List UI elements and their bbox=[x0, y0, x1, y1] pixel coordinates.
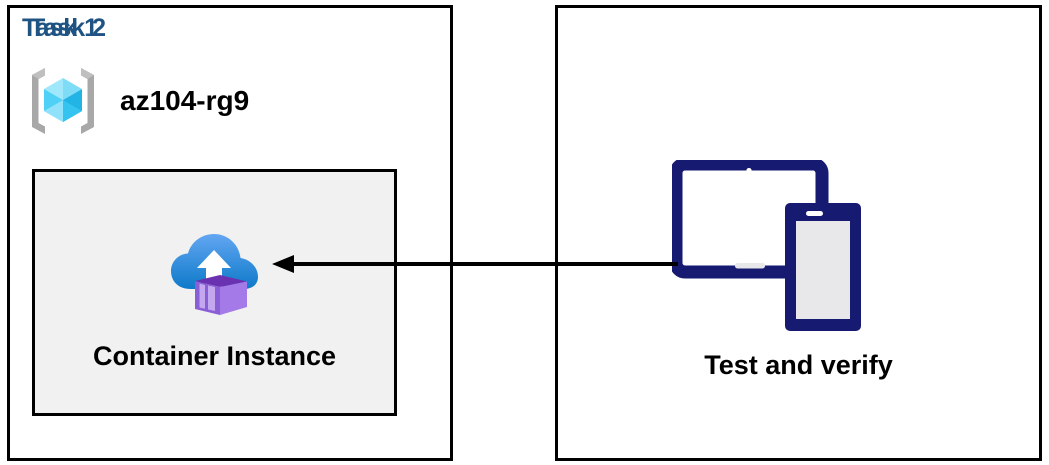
device-icon-wrapper bbox=[672, 160, 872, 335]
resource-group-row: az104-rg9 bbox=[24, 62, 249, 140]
resource-group-label: az104-rg9 bbox=[120, 85, 250, 116]
device-label: Test and verify bbox=[704, 350, 893, 380]
azure-resource-group-icon bbox=[24, 62, 102, 140]
container-instance-label: Container Instance bbox=[92, 341, 337, 371]
panel-task-2-title: Task 2 bbox=[30, 14, 106, 42]
container-instance-box: Container Instance bbox=[32, 169, 397, 416]
azure-container-instance-icon bbox=[167, 213, 263, 319]
tablet-and-phone-devices-icon bbox=[672, 160, 872, 335]
panel-task-1-title: Task 1 bbox=[22, 14, 98, 42]
